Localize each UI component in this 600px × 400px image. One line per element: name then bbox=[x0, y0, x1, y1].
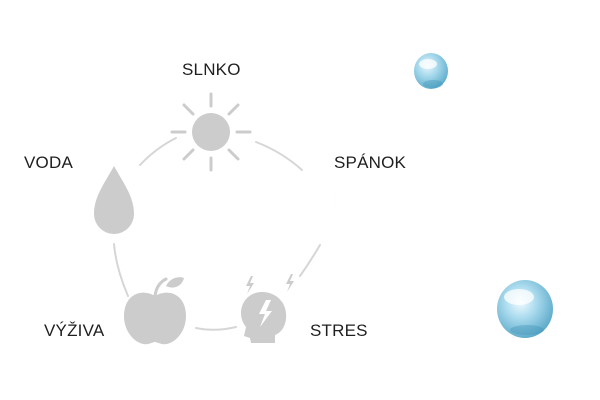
connector-water-sun bbox=[139, 137, 177, 166]
label-sun: SLNKO bbox=[182, 60, 241, 79]
label-nutrition: VÝŽIVA bbox=[44, 321, 105, 340]
connector-food-water bbox=[113, 243, 129, 297]
small-water-droplet-icon bbox=[414, 53, 448, 89]
large-water-droplet-icon bbox=[497, 280, 553, 338]
label-water: VODA bbox=[24, 153, 73, 172]
cycle-connectors bbox=[113, 137, 321, 331]
water-drop-icon bbox=[94, 166, 134, 234]
apple-icon bbox=[124, 277, 186, 345]
sun-icon bbox=[170, 92, 252, 172]
connector-stress-food bbox=[195, 326, 237, 331]
connector-sun-sleep bbox=[255, 141, 303, 171]
label-stress: STRES bbox=[310, 321, 368, 340]
head-lightning-icon bbox=[241, 274, 294, 343]
label-sleep: SPÁNOK bbox=[334, 153, 407, 172]
connector-sleep-stress bbox=[299, 244, 321, 277]
moon-icon bbox=[281, 168, 336, 235]
